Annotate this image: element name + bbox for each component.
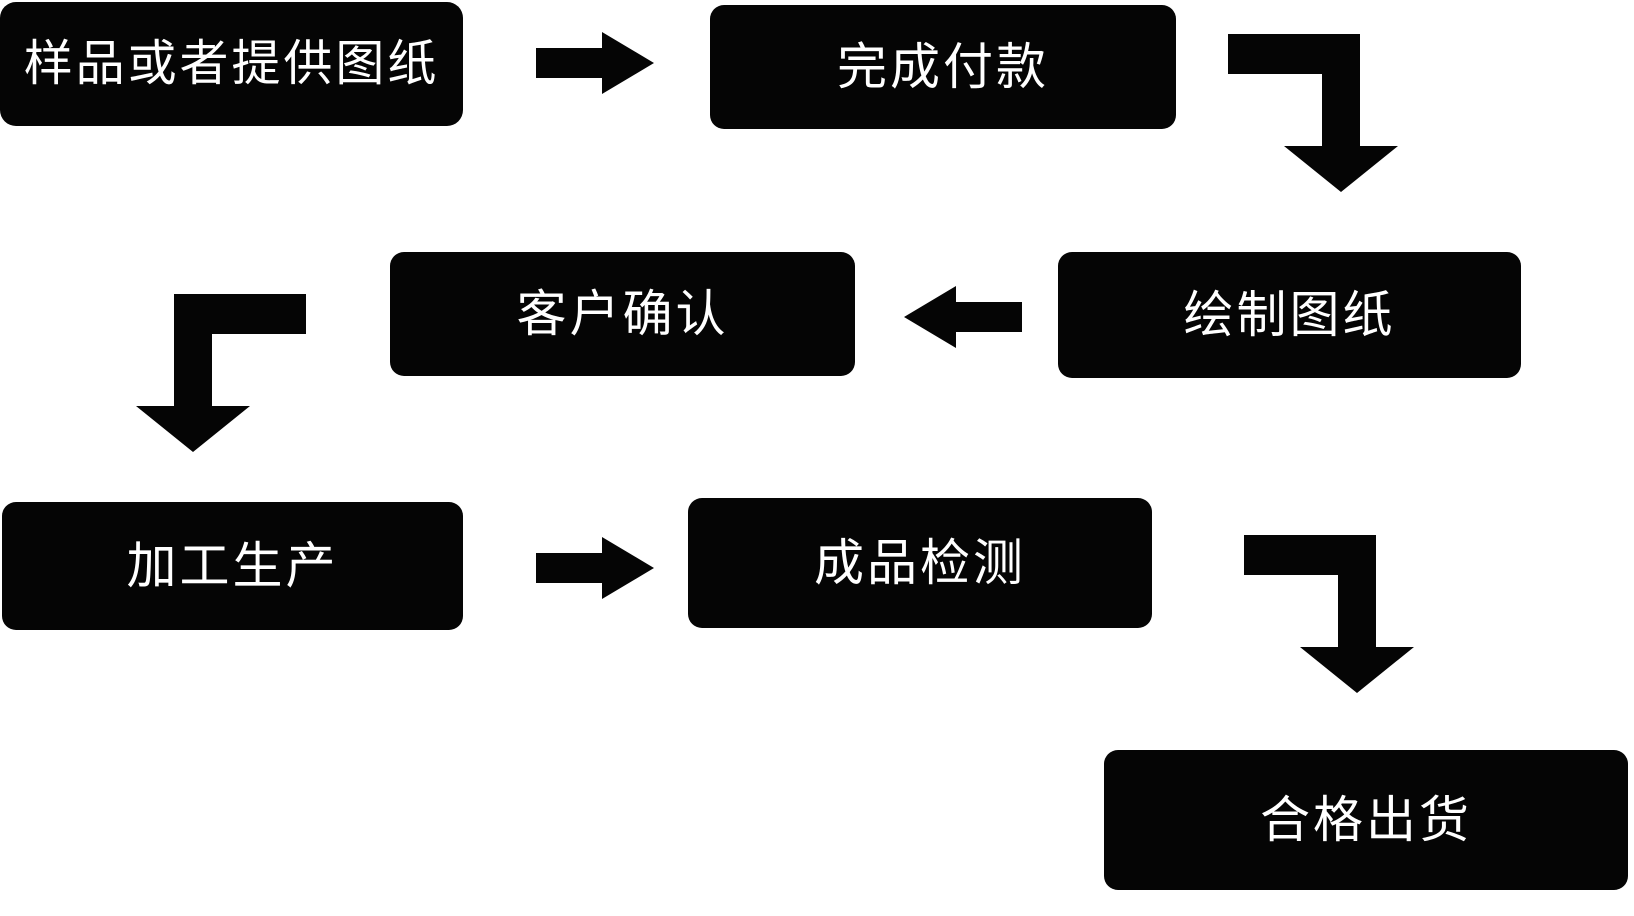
node-label: 样品或者提供图纸 — [23, 35, 440, 93]
arrow-right-production-to-inspection — [536, 537, 654, 599]
arrow-right-sample-to-payment — [536, 32, 654, 94]
node-sample-or-drawing[interactable]: 样品或者提供图纸 — [0, 2, 463, 126]
node-complete-payment[interactable]: 完成付款 — [710, 5, 1176, 129]
arrow-elbow-inspection-to-shipment — [1244, 535, 1414, 693]
arrow-left-drawing-to-confirm — [904, 286, 1022, 348]
elbow-down-arrow-icon — [136, 294, 306, 452]
node-label: 客户确认 — [516, 284, 729, 343]
arrow-elbow-payment-to-drawing — [1228, 34, 1398, 192]
arrow-elbow-confirm-to-production — [136, 294, 306, 452]
node-qualified-shipment[interactable]: 合格出货 — [1104, 750, 1628, 890]
right-arrow-icon — [536, 537, 654, 599]
elbow-down-arrow-icon — [1244, 535, 1414, 693]
node-label: 绘制图纸 — [1183, 285, 1396, 344]
node-label: 加工生产 — [126, 536, 339, 595]
right-arrow-icon — [536, 32, 654, 94]
node-customer-confirm[interactable]: 客户确认 — [390, 252, 855, 376]
node-production[interactable]: 加工生产 — [2, 502, 463, 630]
node-label: 完成付款 — [837, 37, 1049, 96]
node-draw-drawing[interactable]: 绘制图纸 — [1058, 252, 1521, 378]
node-label: 成品检测 — [814, 533, 1026, 592]
elbow-down-arrow-icon — [1228, 34, 1398, 192]
left-arrow-icon — [904, 286, 1022, 348]
node-final-inspection[interactable]: 成品检测 — [688, 498, 1152, 628]
node-label: 合格出货 — [1260, 790, 1472, 849]
